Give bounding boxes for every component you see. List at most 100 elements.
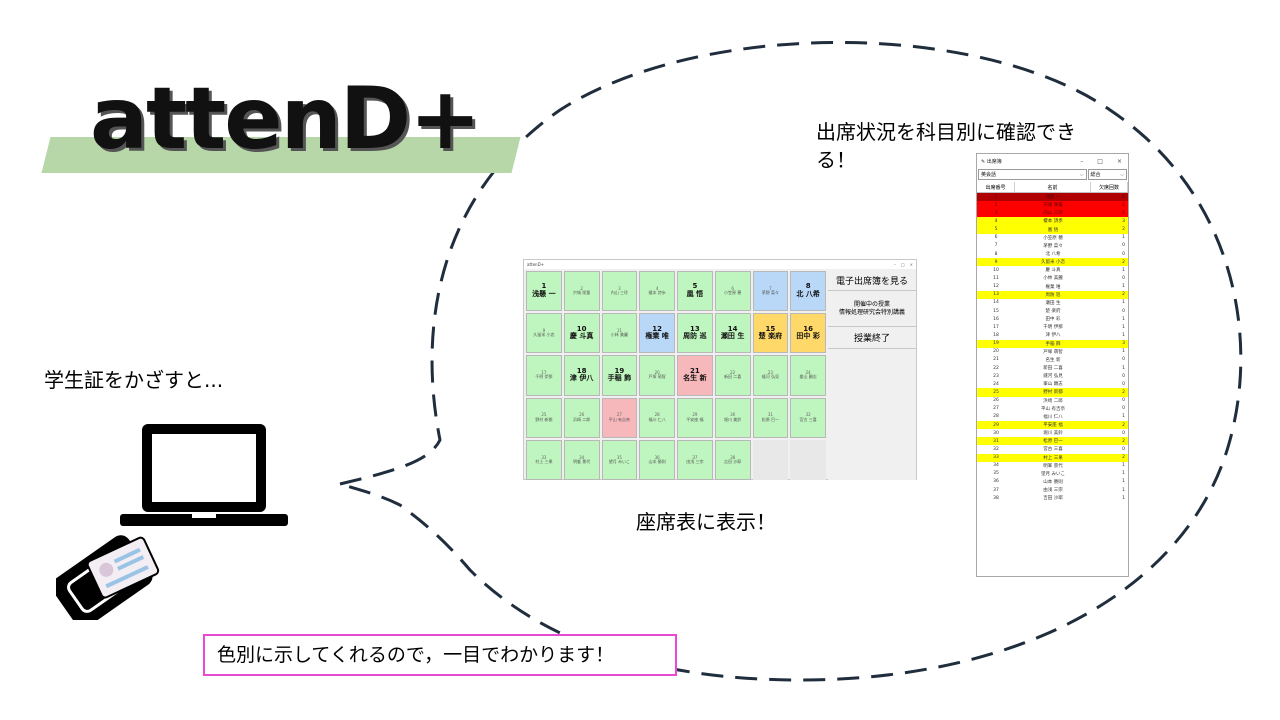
seat-side-panel: 電子出席簿を見る 開催中の授業 情報処理研究会特別講義 授業終了	[828, 271, 916, 480]
seat-student-name: 新田 二喜	[723, 374, 742, 380]
end-class-button[interactable]: 授業終了	[828, 327, 916, 349]
minimize-icon[interactable]: –	[1080, 158, 1084, 165]
row-name: 内山 三玲	[1043, 211, 1063, 217]
close-icon[interactable]: ×	[909, 262, 913, 267]
view-attendance-book-button[interactable]: 電子出席簿を見る	[828, 271, 916, 291]
col-header-name[interactable]: 名前	[1015, 182, 1091, 192]
seat-student-name: 凰 悟	[686, 290, 704, 299]
col-header-no[interactable]: 出席番号	[977, 182, 1015, 192]
row-absent-count: 0	[1122, 406, 1125, 412]
row-number: 15	[993, 308, 999, 314]
col-header-absent[interactable]: 欠席回数	[1091, 182, 1128, 192]
row-absent-count: 1	[1122, 324, 1125, 330]
row-name: 平安座 福	[1043, 423, 1063, 428]
maximize-icon[interactable]: □	[900, 262, 905, 267]
mode-select[interactable]: 総合 ⌵	[1087, 169, 1127, 180]
row-name: 由浅 三宗	[1043, 488, 1063, 494]
subject-select[interactable]: 英会話 ⌵	[978, 169, 1087, 180]
close-icon[interactable]: ×	[1116, 158, 1122, 165]
minimize-icon[interactable]: –	[893, 262, 896, 267]
row-absent-count: 3	[1122, 218, 1125, 224]
seat-student-name: 周防 巡	[683, 332, 707, 341]
maximize-icon[interactable]: □	[1097, 158, 1103, 165]
